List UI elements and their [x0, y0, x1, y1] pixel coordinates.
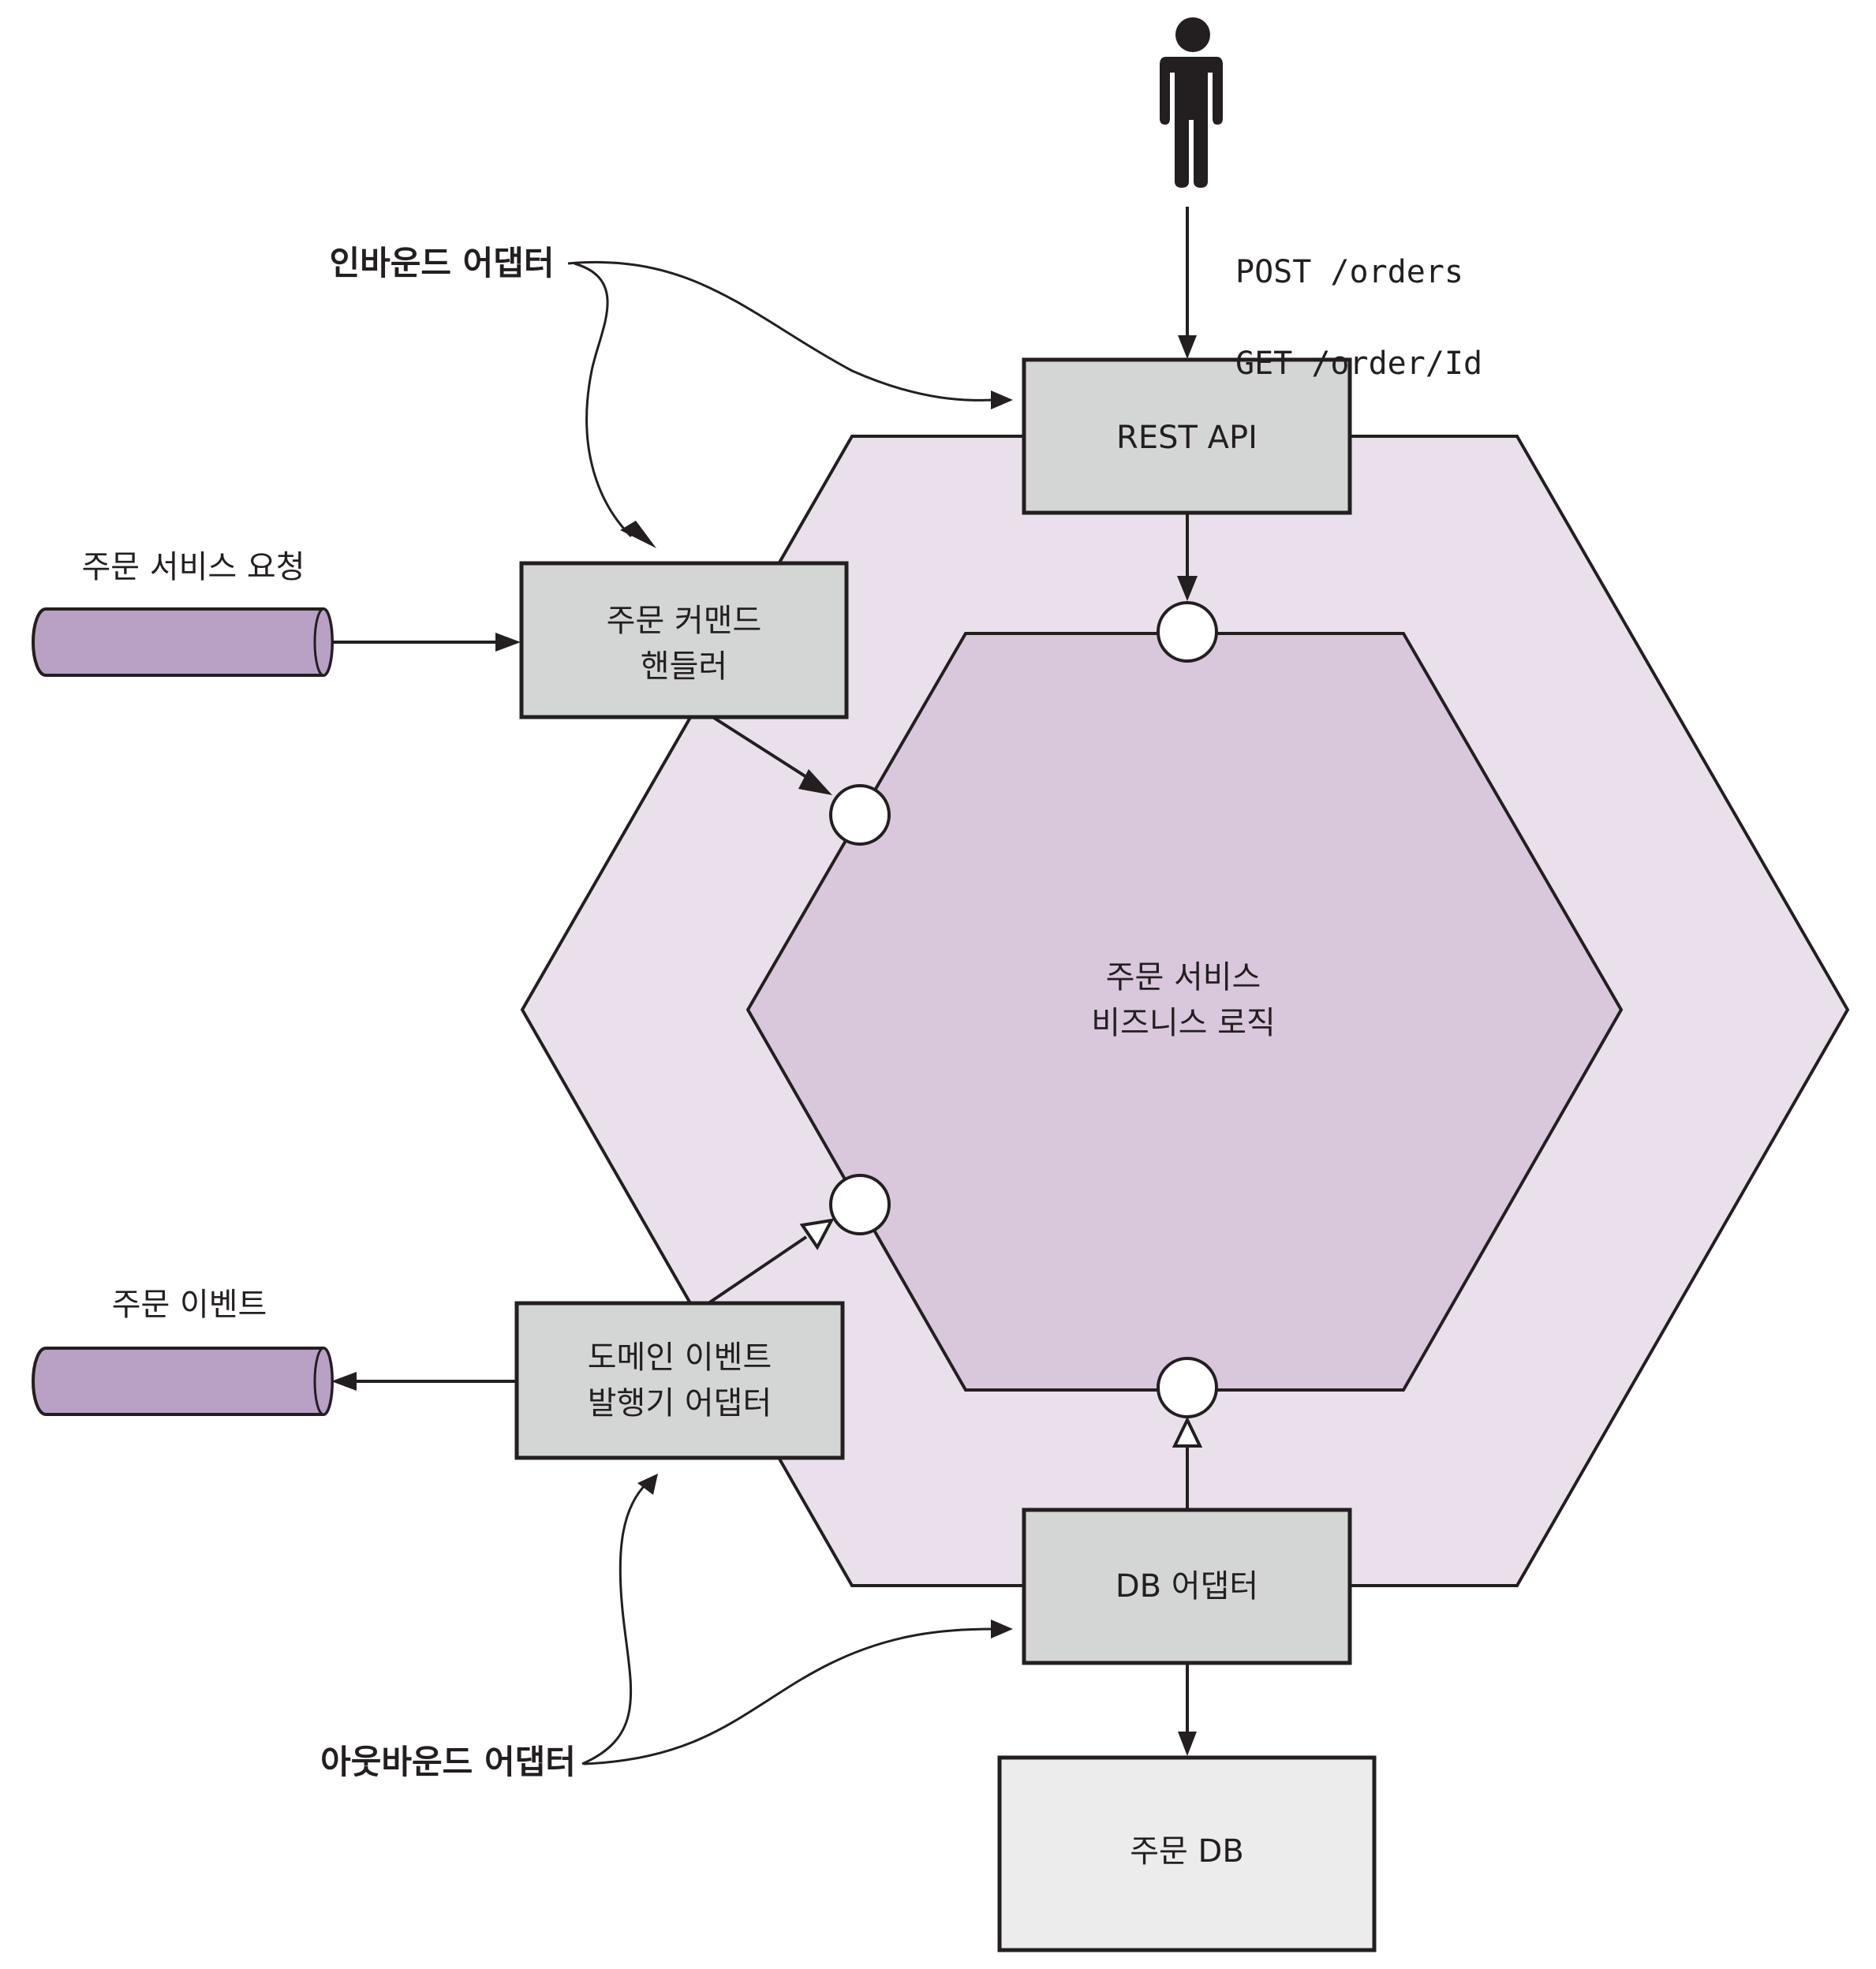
port-left-lower [829, 1174, 891, 1235]
request-get: GET /order/Id [1235, 346, 1483, 382]
order-db-box[interactable] [997, 1755, 1377, 1952]
command-handler-label: 주문 커맨드 핸들러 [606, 603, 762, 685]
outbound-curve-to-db-adapter [583, 1627, 995, 1765]
arrowhead [798, 769, 832, 795]
rest-api-box[interactable] [1022, 357, 1352, 515]
events-queue[interactable] [32, 1347, 334, 1416]
events-queue-label: 주문 이벤트 [111, 1287, 267, 1323]
db-adapter-box[interactable] [1022, 1508, 1352, 1665]
outbound-curve-to-publisher [581, 1481, 648, 1765]
hollow-arrowhead [799, 1218, 835, 1250]
command-handler-box[interactable] [519, 561, 849, 719]
business-logic-label: 주문 서비스 비즈니스 로직 [1091, 959, 1276, 1041]
request-post: POST /orders [1235, 254, 1463, 290]
event-publisher-box[interactable] [514, 1301, 845, 1460]
port-top [1157, 601, 1218, 663]
order-db-label: 주문 DB [1130, 1833, 1244, 1870]
arrowhead [637, 1474, 658, 1495]
requests-queue[interactable] [32, 607, 334, 677]
handler-to-port-arrow [712, 716, 814, 783]
outbound-adapter-annotation: 아웃바운드 어댑터 [320, 1743, 576, 1781]
arrowhead [331, 1372, 357, 1391]
arrowhead [991, 1620, 1013, 1638]
event-publisher-label: 도메인 이벤트 발행기 어댑터 [587, 1339, 772, 1422]
arrowhead [1178, 1732, 1197, 1756]
inbound-curve-to-handler [574, 262, 633, 538]
rest-api-label: REST API [1116, 420, 1258, 456]
publisher-to-port-arrow [707, 1235, 808, 1305]
port-left-upper [829, 784, 891, 846]
inbound-curve-to-rest [567, 260, 995, 402]
hollow-arrowhead [1172, 1416, 1203, 1448]
requests-queue-label: 주문 서비스 요청 [81, 549, 305, 585]
http-requests-label: POST /orders GET /order/Id [1235, 204, 1482, 432]
arrowhead [1178, 335, 1197, 359]
person-icon [1160, 17, 1223, 188]
arrowhead [495, 633, 521, 652]
db-adapter-label: DB 어댑터 [1115, 1568, 1259, 1605]
inner-hexagon [746, 632, 1624, 1392]
arrowhead [1177, 576, 1198, 601]
arrowhead [991, 390, 1013, 409]
inbound-adapter-annotation: 인바운드 어댑터 [329, 244, 555, 282]
port-bottom [1157, 1357, 1218, 1418]
arrowhead [620, 521, 656, 548]
